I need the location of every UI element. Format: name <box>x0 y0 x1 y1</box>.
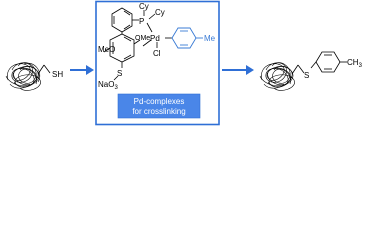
reaction-scheme: SH <box>5 0 363 126</box>
caption-line-1: Pd-complexes <box>134 97 185 106</box>
palladium-label: Pd <box>150 34 160 43</box>
cy-top-label: Cy <box>139 2 149 11</box>
methoxy-left-label: MeO <box>98 45 115 54</box>
phosphorus-label: P <box>139 17 144 26</box>
right-arrow <box>222 65 254 75</box>
thiol-chain <box>37 64 51 75</box>
product-sulfur-label: S <box>304 71 309 80</box>
caption-line-2: for crosslinking <box>132 107 185 116</box>
polymer-product: S CH3 <box>259 51 363 91</box>
chloride-label: Cl <box>153 49 161 58</box>
thioether-chain <box>291 61 317 75</box>
catalyst-structure <box>103 7 172 81</box>
tolyl-methyl-label: Me <box>204 34 216 43</box>
caption-box: Pd-complexes for crosslinking <box>117 93 201 119</box>
polymer-coil-icon <box>259 62 295 91</box>
polymer-coil-icon <box>5 62 41 91</box>
tolyl-ring <box>171 27 203 49</box>
biaryl-ring-top <box>111 7 133 33</box>
cy-right-label: Cy <box>155 8 165 17</box>
left-arrow <box>70 65 94 75</box>
product-methyl-label: CH3 <box>347 58 363 69</box>
sulfonate-label: NaO3 <box>98 80 118 91</box>
product-aryl-ring <box>315 51 347 73</box>
polymer-thiol: SH <box>5 62 63 91</box>
thiol-label: SH <box>52 70 63 79</box>
sulfur-label: S <box>117 69 122 78</box>
methoxy-right-label: OMe <box>135 35 150 42</box>
